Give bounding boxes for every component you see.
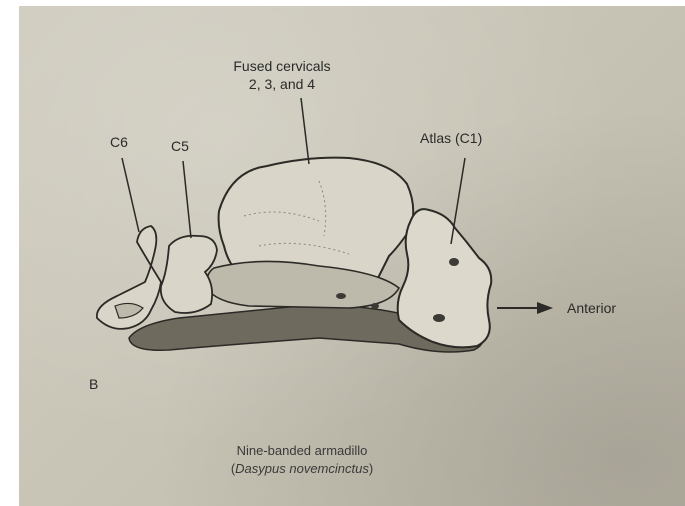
fused-cervicals-label-line1: Fused cervicals <box>233 58 330 75</box>
species-name: Dasypus novemcinctus <box>235 461 369 476</box>
panel-label: B <box>89 376 98 393</box>
anterior-label: Anterior <box>567 300 616 317</box>
figure-photo: Fused cervicals 2, 3, and 4 C6 C5 Atlas … <box>19 6 685 506</box>
caption-common-name: Nine-banded armadillo <box>237 443 368 459</box>
vertebrae-illustration <box>19 6 685 506</box>
atlas-c1-bone <box>398 209 492 347</box>
atlas-label: Atlas (C1) <box>420 130 482 147</box>
c6-label: C6 <box>110 134 128 151</box>
c5-label: C5 <box>171 138 189 155</box>
fused-cervicals-label-line2: 2, 3, and 4 <box>249 76 315 93</box>
caption-species: (Dasypus novemcinctus) <box>231 461 373 477</box>
